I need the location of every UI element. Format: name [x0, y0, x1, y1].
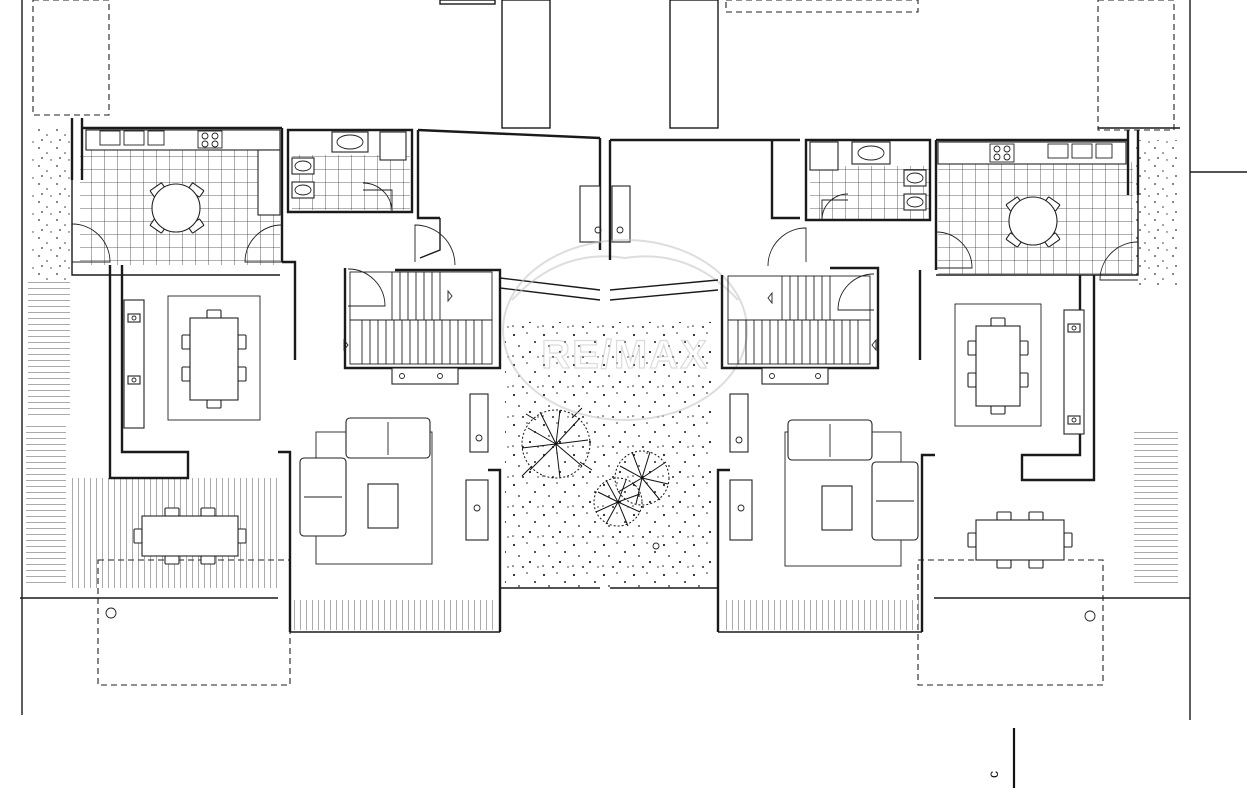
door-arc — [362, 182, 393, 213]
stove-icon — [989, 143, 1015, 163]
staircase — [343, 271, 493, 365]
sideboard — [1063, 309, 1085, 435]
deck — [28, 280, 70, 420]
door-arc — [244, 224, 283, 263]
watermark-logo: RE/MAX — [502, 239, 748, 421]
lamp-post — [105, 607, 117, 619]
staircase — [727, 275, 877, 365]
lamp-post — [1084, 610, 1096, 622]
living-room-sofas — [299, 417, 433, 565]
door-arc — [347, 268, 386, 307]
gravel-strip — [1135, 140, 1177, 285]
unit-left — [20, 118, 631, 633]
central-garden — [505, 322, 713, 588]
tv-cabinet — [729, 393, 749, 453]
dining-table — [167, 295, 261, 421]
bathroom-fixtures — [291, 131, 407, 199]
balcony — [722, 600, 920, 630]
steps-left — [26, 422, 66, 587]
section-label: c — [985, 771, 1001, 778]
site-boundary — [21, 0, 1247, 720]
dining-table — [954, 303, 1042, 427]
unit-right — [608, 127, 1190, 633]
living-room-sofas — [784, 419, 919, 567]
steps-right — [1134, 428, 1178, 588]
door-arc — [71, 223, 111, 263]
kitchen-round-table — [149, 182, 205, 234]
watermark-text: RE/MAX — [541, 333, 709, 377]
door-arc — [935, 231, 973, 269]
door-arc — [414, 224, 456, 266]
cabinet — [761, 367, 829, 385]
door-arc — [767, 227, 807, 267]
kitchen-counter — [937, 141, 1127, 165]
gravel-strip — [30, 125, 74, 280]
terrace-table — [133, 507, 247, 565]
stove-icon — [197, 130, 223, 149]
door-arc — [821, 193, 849, 221]
balcony — [292, 600, 498, 630]
bathroom-fixtures — [809, 141, 927, 211]
tree-icon — [593, 477, 643, 527]
cabinet — [391, 367, 459, 385]
sideboard — [123, 299, 145, 429]
terrace-table — [967, 511, 1073, 569]
kitchen-counter — [85, 129, 281, 216]
section-marker: c — [985, 728, 1016, 788]
tv-cabinet — [469, 393, 489, 453]
door-arc — [837, 273, 875, 311]
kitchen-round-table — [1005, 196, 1061, 248]
door-arc — [1099, 241, 1139, 281]
